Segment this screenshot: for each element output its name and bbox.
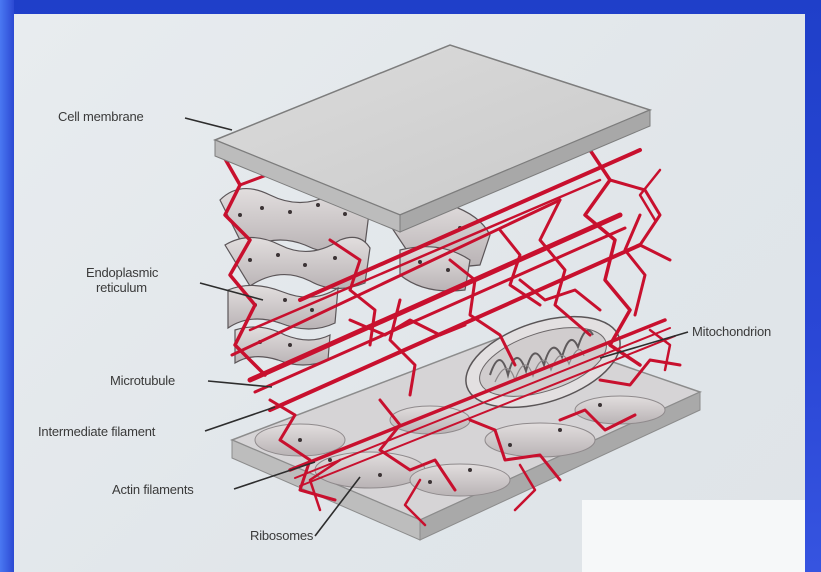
label-mitochondrion: Mitochondrion (692, 324, 771, 339)
label-cell-membrane: Cell membrane (58, 109, 144, 124)
label-er-line1: Endoplasmic (86, 265, 158, 280)
label-actin-filaments: Actin filaments (112, 482, 194, 497)
label-er-line2: reticulum (86, 280, 158, 295)
label-microtubule: Microtubule (110, 373, 175, 388)
label-ribosomes: Ribosomes (250, 528, 313, 543)
label-intermediate-filament: Intermediate filament (38, 424, 155, 439)
label-endoplasmic-reticulum: Endoplasmic reticulum (86, 265, 158, 295)
